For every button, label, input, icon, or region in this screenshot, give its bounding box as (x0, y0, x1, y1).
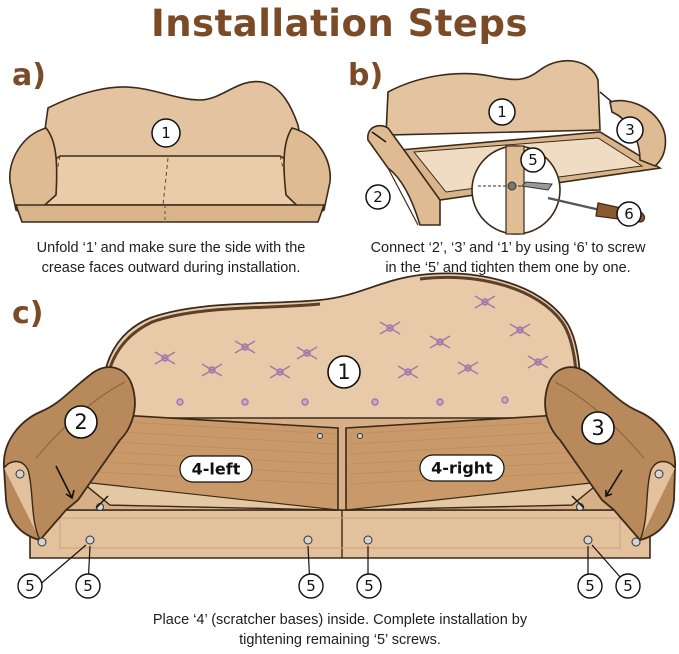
step-b-caption-line-2: in the ‘5’ and tighten them one by one. (385, 260, 631, 276)
screw-marker-2: 5 (75, 573, 101, 599)
page-title: Installation Steps (150, 2, 529, 45)
svg-text:2: 2 (373, 188, 383, 206)
step-c-marker-1: 1 (327, 355, 361, 389)
step-b-marker-6: 6 (616, 201, 642, 227)
svg-text:5: 5 (306, 577, 316, 595)
svg-text:1: 1 (337, 360, 350, 384)
step-a-sofa-illustration: 1 (9, 80, 331, 223)
step-b-marker-3: 3 (616, 116, 644, 144)
svg-text:1: 1 (161, 124, 171, 142)
step-c-caption-line-2: tightening remaining ‘5’ screws. (239, 632, 441, 648)
step-c-sofa-illustration: 1 2 3 4-left 4-right 5 5 5 (3, 272, 676, 599)
svg-text:5: 5 (25, 577, 35, 595)
step-b-assembly-illustration: 1 2 3 5 6 (365, 59, 667, 235)
step-b-caption: Connect ‘2’, ‘3’ and ‘1’ by using ‘6’ to… (340, 238, 676, 278)
screw-marker-1: 5 (17, 573, 43, 599)
svg-text:1: 1 (497, 103, 507, 121)
screw-marker-5: 5 (577, 573, 603, 599)
step-a-caption-line-1: Unfold ‘1’ and make sure the side with t… (36, 240, 306, 256)
step-a-caption: Unfold ‘1’ and make sure the side with t… (8, 238, 334, 278)
svg-text:5: 5 (83, 577, 93, 595)
svg-text:5: 5 (623, 577, 633, 595)
step-b-marker-2: 2 (365, 184, 391, 210)
svg-text:5: 5 (528, 151, 538, 169)
label-4-left: 4-left (179, 455, 253, 483)
step-b-caption-line-1: Connect ‘2’, ‘3’ and ‘1’ by using ‘6’ to… (370, 240, 646, 256)
step-c-caption: Place ‘4’ (scratcher bases) inside. Comp… (20, 610, 660, 650)
step-a-caption-line-2: crease faces outward during installation… (41, 260, 301, 276)
step-c-letter: c) (12, 296, 44, 331)
step-c-marker-2: 2 (64, 405, 98, 439)
step-b-marker-5: 5 (520, 147, 546, 173)
step-a-marker-1: 1 (151, 118, 181, 148)
tuft-decorations (154, 295, 549, 406)
svg-text:4-right: 4-right (431, 459, 493, 478)
step-b-letter: b) (348, 58, 384, 93)
label-4-right: 4-right (419, 454, 505, 482)
step-c-marker-3: 3 (581, 411, 615, 445)
svg-text:3: 3 (625, 121, 635, 139)
svg-text:5: 5 (585, 577, 595, 595)
step-b-marker-1: 1 (488, 98, 516, 126)
svg-text:6: 6 (624, 205, 634, 223)
screw-marker-6: 5 (615, 573, 641, 599)
screw-marker-3: 5 (298, 573, 324, 599)
svg-text:5: 5 (364, 577, 374, 595)
svg-text:3: 3 (591, 416, 604, 440)
step-a-letter: a) (12, 58, 46, 93)
screw-marker-4: 5 (356, 573, 382, 599)
step-c-caption-line-1: Place ‘4’ (scratcher bases) inside. Comp… (152, 612, 528, 628)
svg-text:4-left: 4-left (192, 460, 241, 479)
svg-text:2: 2 (74, 410, 87, 434)
